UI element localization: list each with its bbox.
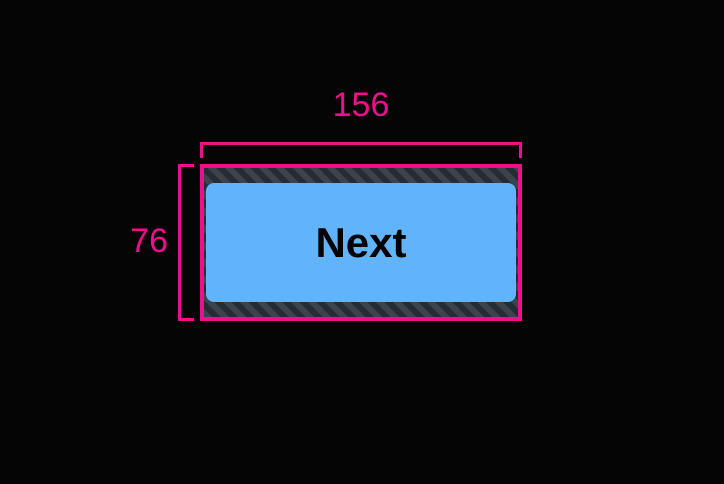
padding-hatch-top: [204, 168, 518, 183]
height-dimension-bracket: [178, 164, 194, 321]
width-dimension-label: 156: [332, 86, 390, 124]
element-padding-region: Next: [204, 168, 518, 317]
padding-hatch-bottom: [204, 302, 518, 317]
height-dimension-label: 76: [130, 222, 168, 260]
element-bounding-box: Next: [200, 164, 522, 321]
width-dimension-bracket: [200, 142, 522, 158]
next-button-label: Next: [315, 218, 407, 266]
next-button[interactable]: Next: [206, 183, 516, 302]
